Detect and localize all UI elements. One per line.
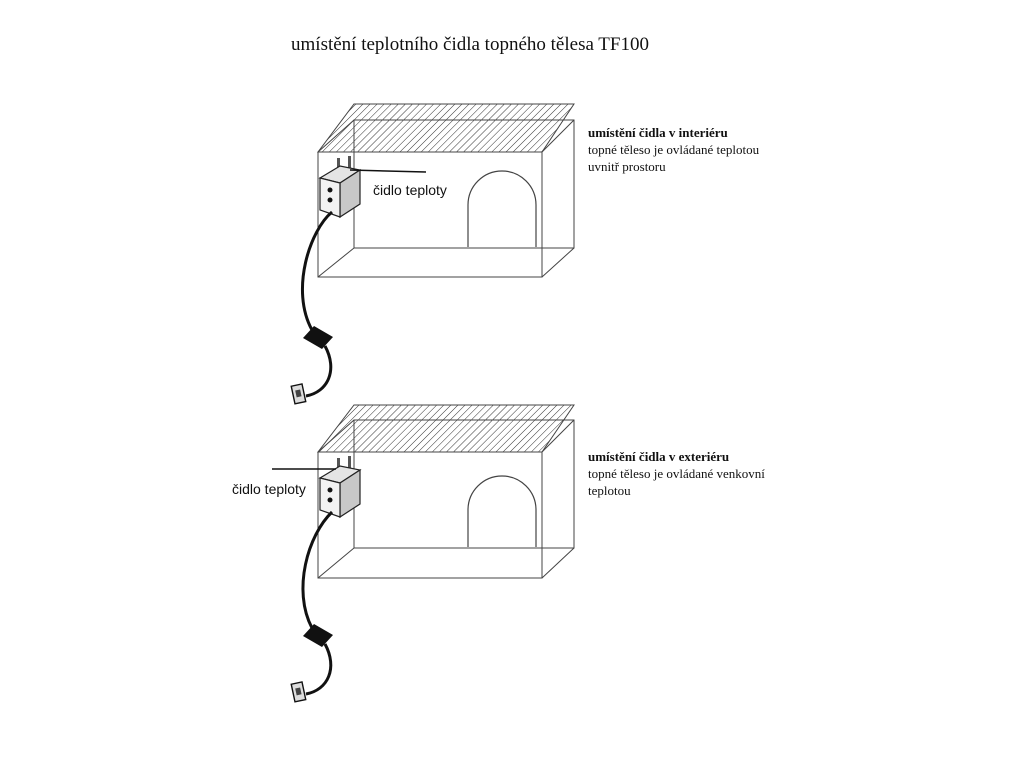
sensor-label-interior: čidlo teploty — [373, 182, 447, 198]
note-heading: umístění čidla v exteriéru — [588, 449, 730, 464]
note-line: topné těleso je ovládané venkovní — [588, 466, 765, 481]
note-heading: umístění čidla v interiéru — [588, 125, 728, 140]
note-line: topné těleso je ovládané teplotou — [588, 142, 760, 157]
house-exterior — [316, 404, 575, 579]
diagram-title: umístění teplotního čidla topného tělesa… — [291, 34, 649, 55]
heater-unit-exterior — [318, 456, 362, 519]
sensor-arrow-interior — [349, 169, 427, 173]
note-exterior: umístění čidla v exteriéru topné těleso … — [588, 448, 838, 499]
power-cable-exterior — [290, 510, 334, 703]
note-interior: umístění čidla v interiéru topné těleso … — [588, 124, 838, 175]
note-line: uvnitř prostoru — [588, 159, 666, 174]
note-line: teplotou — [588, 483, 631, 498]
power-cable-interior — [290, 210, 333, 405]
sensor-label-exterior: čidlo teploty — [232, 481, 306, 497]
